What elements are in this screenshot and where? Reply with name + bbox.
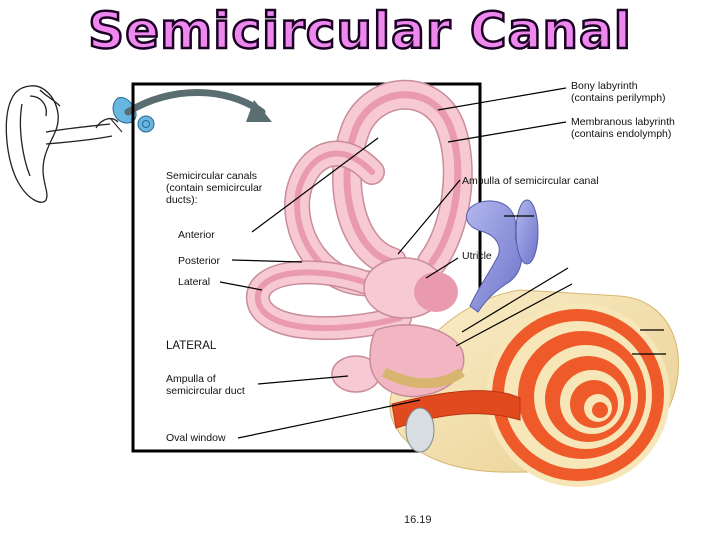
label-lateral-direction: LATERAL [166,340,217,352]
figure-caption: 16.19 [404,514,432,526]
outer-ear-sketch-icon [5,85,119,203]
semicircular-canals [246,79,473,341]
leader-lines [219,87,666,439]
label-anterior: Anterior [178,229,215,241]
ampulla-of-semicircular-canal [414,272,458,312]
zoom-arrow-icon [124,89,272,122]
cochlea [391,303,670,487]
label-ampulla-of-semicircular-canal: Ampulla of semicircular canal [462,175,599,187]
label-utricle: Utricle [462,250,492,262]
label-ampulla-of-semicircular-duct: Ampulla of semicircular duct [166,373,245,397]
vestibule [331,257,465,398]
label-membranous-labyrinth: Membranous labyrinth (contains endolymph… [571,116,675,140]
label-lateral: Lateral [178,276,211,288]
oval-window-opening [405,407,435,453]
label-posterior: Posterior [178,255,221,267]
zoom-frame [131,82,482,453]
label-oval-window: Oval window [166,432,226,444]
slide-title: Semicircular Canal [87,1,632,62]
mini-inner-ear-icon [109,97,155,133]
label-semicircular-canals: Semicircular canals (contain semicircula… [166,170,263,206]
label-bony-labyrinth: Bony labyrinth (contains perilymph) [571,80,666,104]
